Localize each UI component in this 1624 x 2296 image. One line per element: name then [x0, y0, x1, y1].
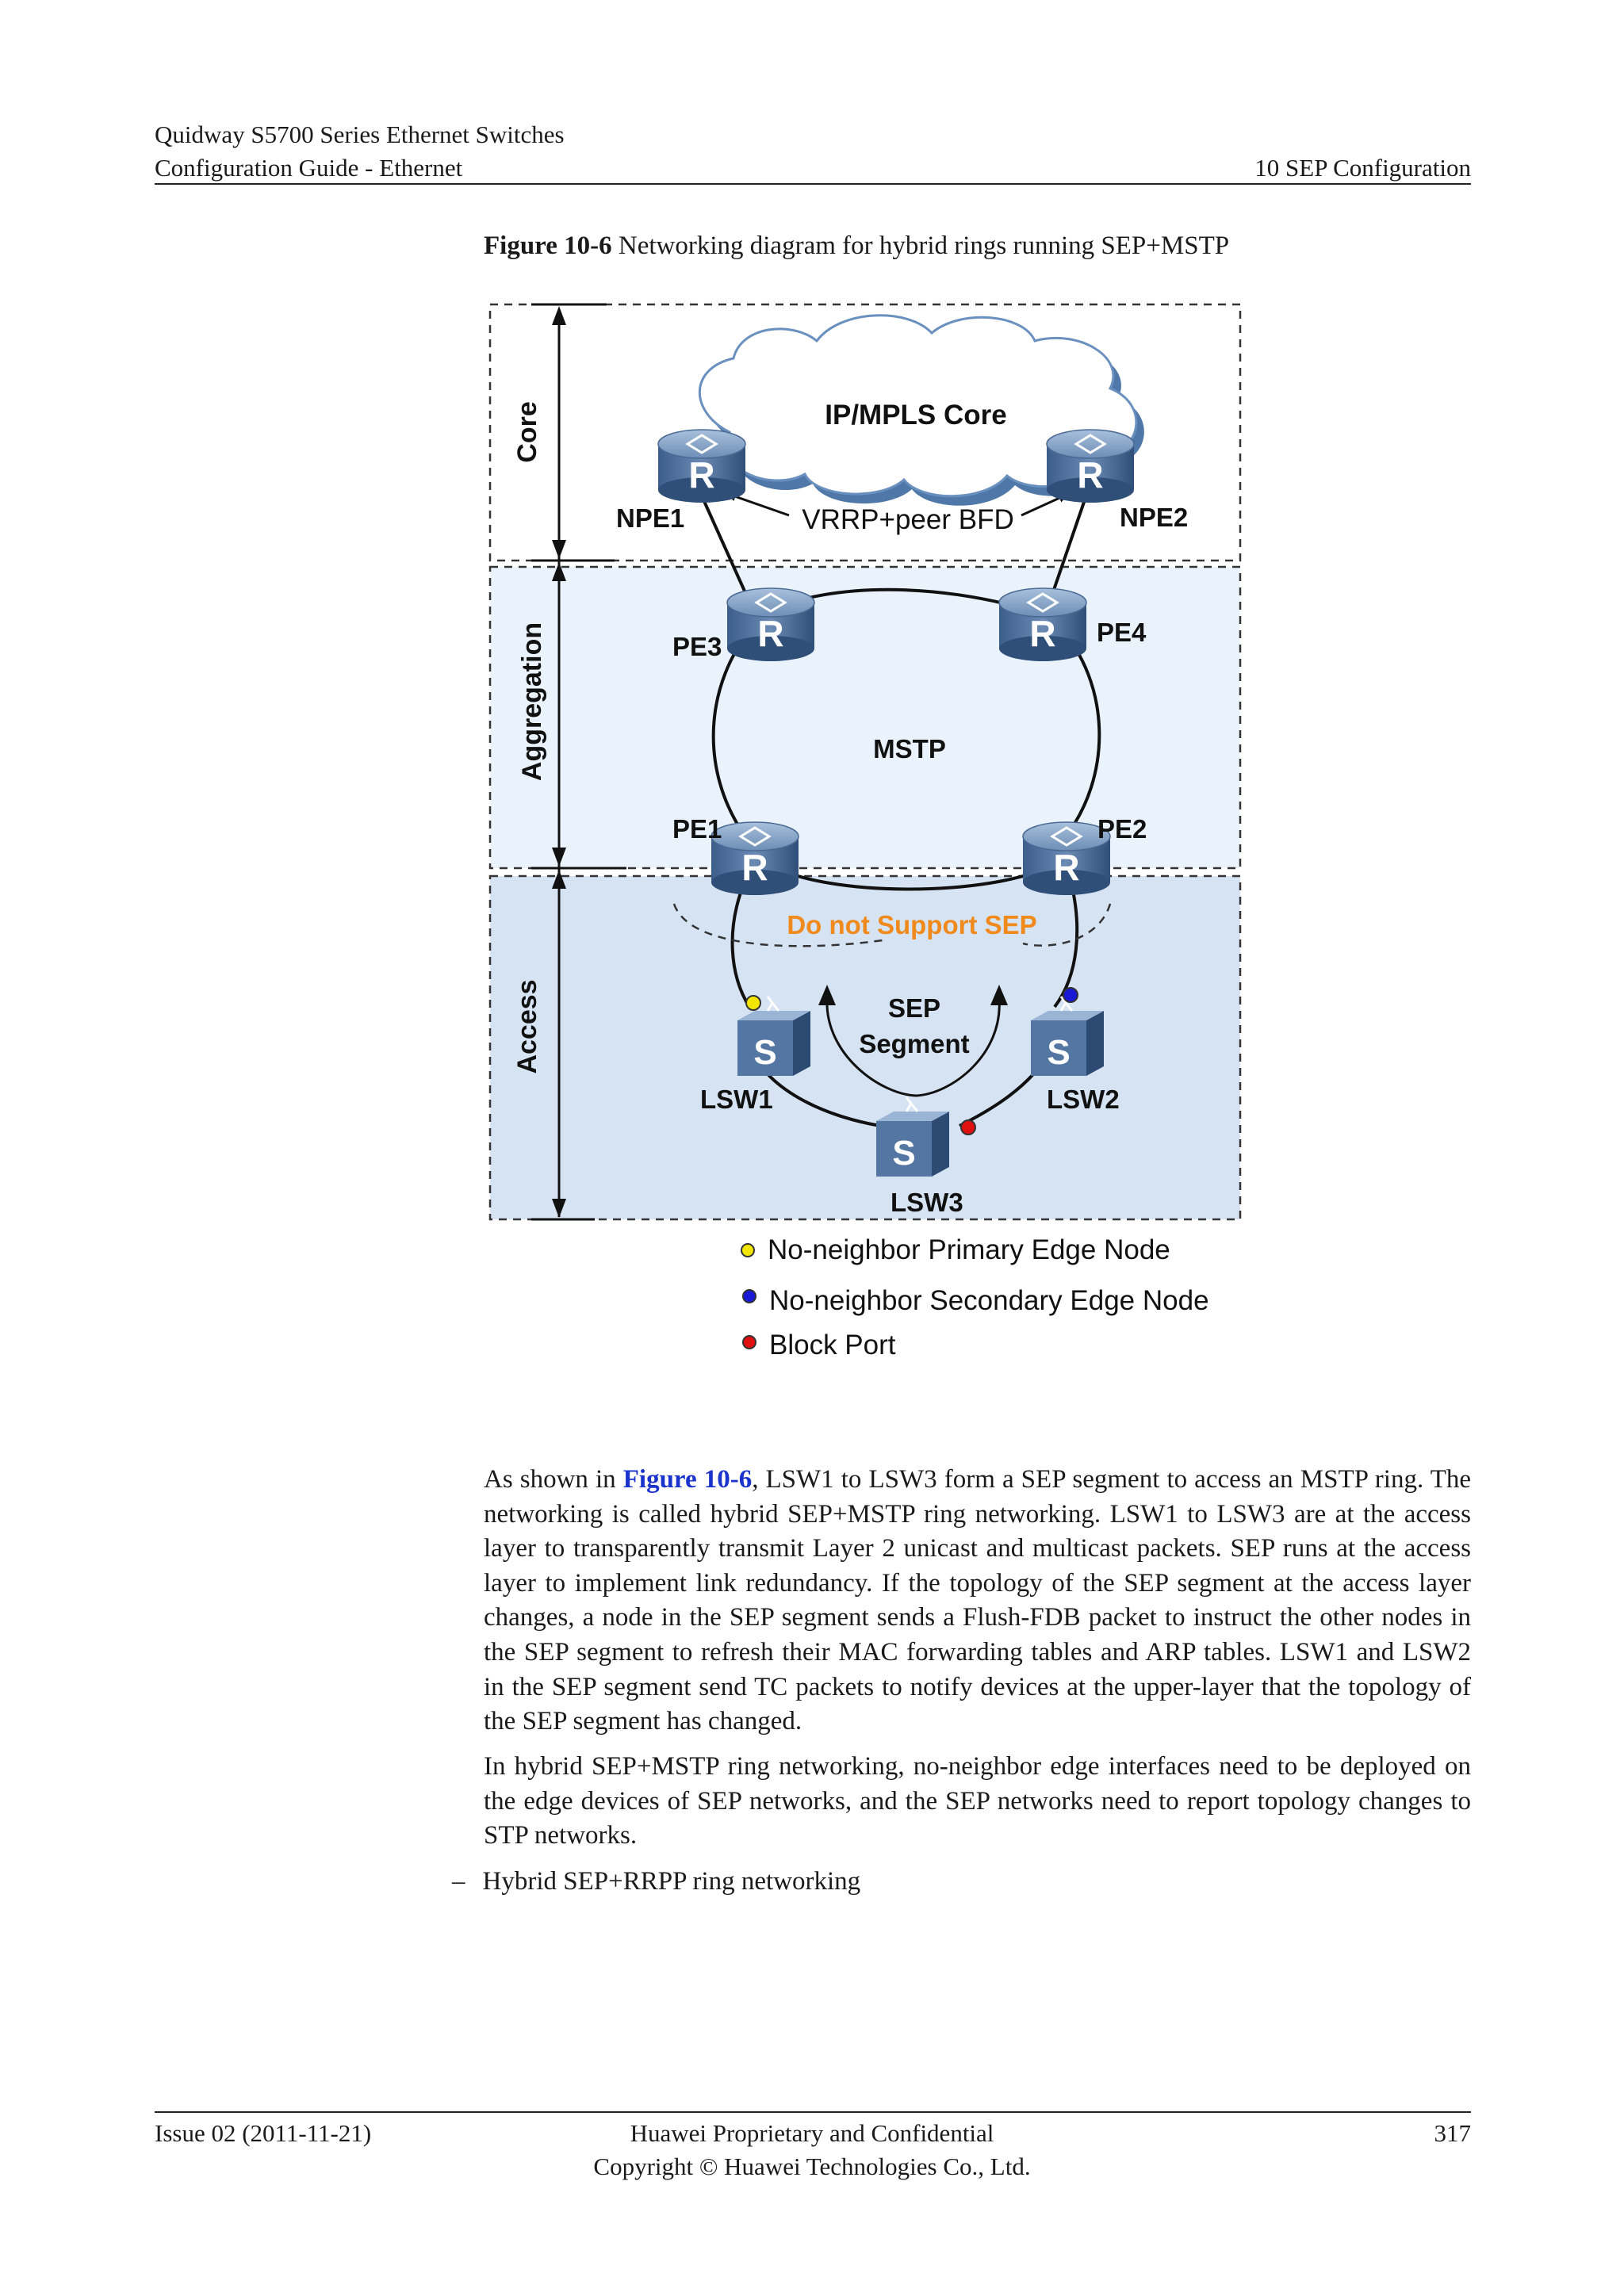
label-lsw1: LSW1 — [700, 1085, 773, 1114]
legend-primary-label: No-neighbor Primary Edge Node — [768, 1234, 1170, 1265]
layer-label-access: Access — [512, 979, 542, 1073]
label-npe1: NPE1 — [616, 503, 684, 533]
router-npe1: R — [657, 429, 746, 503]
p1-prefix: As shown in — [484, 1465, 623, 1494]
vrrp-arrow-left — [726, 492, 790, 517]
p1-rest: , LSW1 to LSW3 form a SEP segment to acc… — [484, 1465, 1471, 1736]
svg-text:R: R — [1053, 847, 1079, 888]
svg-text:R: R — [757, 613, 783, 654]
figure-number: Figure 10-6 — [484, 232, 612, 260]
no-sep-label: Do not Support SEP — [787, 910, 1036, 939]
svg-text:S: S — [892, 1134, 915, 1173]
link-npe1-pe3 — [695, 483, 755, 611]
figure-caption: Figure 10-6 Networking diagram for hybri… — [484, 232, 1229, 261]
router-pe3: R — [726, 587, 815, 661]
label-pe4: PE4 — [1097, 618, 1147, 647]
primary-edge-marker — [745, 995, 761, 1011]
layer-dimension-line — [531, 303, 626, 1221]
svg-text:S: S — [1047, 1033, 1070, 1072]
header-guide: Configuration Guide - Ethernet — [155, 154, 463, 182]
label-pe3: PE3 — [672, 632, 722, 661]
svg-text:R: R — [741, 847, 768, 888]
sep-segment-label-2: Segment — [859, 1029, 969, 1058]
router-pe4: R — [998, 587, 1087, 661]
legend-secondary-label: No-neighbor Secondary Edge Node — [769, 1285, 1209, 1316]
bullet-mark: – — [452, 1867, 465, 1896]
label-pe2: PE2 — [1097, 814, 1147, 844]
mstp-label: MSTP — [873, 734, 946, 763]
sep-segment-arc — [825, 998, 1001, 1097]
router-pe2: R — [1022, 821, 1111, 895]
sep-arc-arrow-right — [990, 985, 1008, 1005]
svg-text:R: R — [1077, 454, 1103, 496]
svg-text:R: R — [1029, 613, 1055, 654]
sep-arc-arrow-left — [818, 985, 836, 1005]
header-chapter: 10 SEP Configuration — [1254, 154, 1471, 182]
footer-confidential: Huawei Proprietary and Confidential — [630, 2119, 994, 2147]
no-sep-boundary — [672, 903, 1112, 947]
aggregation-region — [488, 565, 1242, 870]
legend-block-icon — [742, 1335, 756, 1349]
paragraph-1: As shown in Figure 10-6, LSW1 to LSW3 fo… — [484, 1463, 1471, 1739]
legend: No-neighbor Primary Edge Node No-neighbo… — [741, 1234, 1209, 1360]
legend-block-label: Block Port — [769, 1330, 896, 1360]
label-lsw2: LSW2 — [1047, 1085, 1120, 1114]
svg-text:R: R — [688, 454, 714, 496]
access-region — [488, 874, 1242, 1221]
legend-primary-icon — [741, 1243, 755, 1257]
label-pe1: PE1 — [672, 814, 722, 844]
bullet-text: Hybrid SEP+RRPP ring networking — [482, 1867, 861, 1896]
header-rule — [155, 183, 1471, 185]
link-pe2-lsw2 — [1053, 879, 1079, 1008]
footer-copyright: Copyright © Huawei Technologies Co., Ltd… — [593, 2152, 1031, 2180]
router-npe2: R — [1046, 429, 1135, 503]
figure-title: Networking diagram for hybrid rings runn… — [611, 232, 1230, 260]
label-npe2: NPE2 — [1120, 503, 1188, 532]
block-port-marker — [960, 1119, 976, 1135]
core-region — [488, 303, 1242, 562]
cloud-label: IP/MPLS Core — [825, 400, 1006, 430]
label-lsw3: LSW3 — [891, 1188, 963, 1217]
footer-page-number: 317 — [1434, 2119, 1472, 2147]
paragraph-2: In hybrid SEP+MSTP ring networking, no-n… — [484, 1752, 1471, 1850]
switch-lsw1: S — [737, 996, 810, 1076]
sep-segment-label-1: SEP — [888, 993, 940, 1023]
figure-link[interactable]: Figure 10-6 — [622, 1465, 753, 1494]
router-pe1: R — [710, 821, 799, 895]
ip-mpls-cloud — [698, 314, 1144, 506]
bullet-item: –Hybrid SEP+RRPP ring networking — [452, 1865, 860, 1899]
network-diagram: Core Aggregation Access IP/MPLS Core VRR… — [488, 303, 1242, 1360]
switch-lsw2: S — [1031, 996, 1104, 1076]
legend-secondary-icon — [742, 1289, 756, 1303]
layer-dimension-arrows — [552, 306, 566, 1218]
layer-label-aggregation: Aggregation — [517, 622, 547, 781]
footer-rule — [155, 2111, 1471, 2113]
layer-label-core: Core — [512, 401, 542, 462]
header-product: Quidway S5700 Series Ethernet Switches — [155, 121, 565, 148]
svg-text:S: S — [753, 1033, 776, 1072]
switch-lsw3: S — [876, 1096, 949, 1177]
secondary-edge-marker — [1063, 987, 1078, 1003]
footer-issue: Issue 02 (2011-11-21) — [155, 2119, 372, 2147]
link-pe1-lsw1 — [730, 879, 751, 1008]
vrrp-label: VRRP+peer BFD — [802, 504, 1013, 535]
